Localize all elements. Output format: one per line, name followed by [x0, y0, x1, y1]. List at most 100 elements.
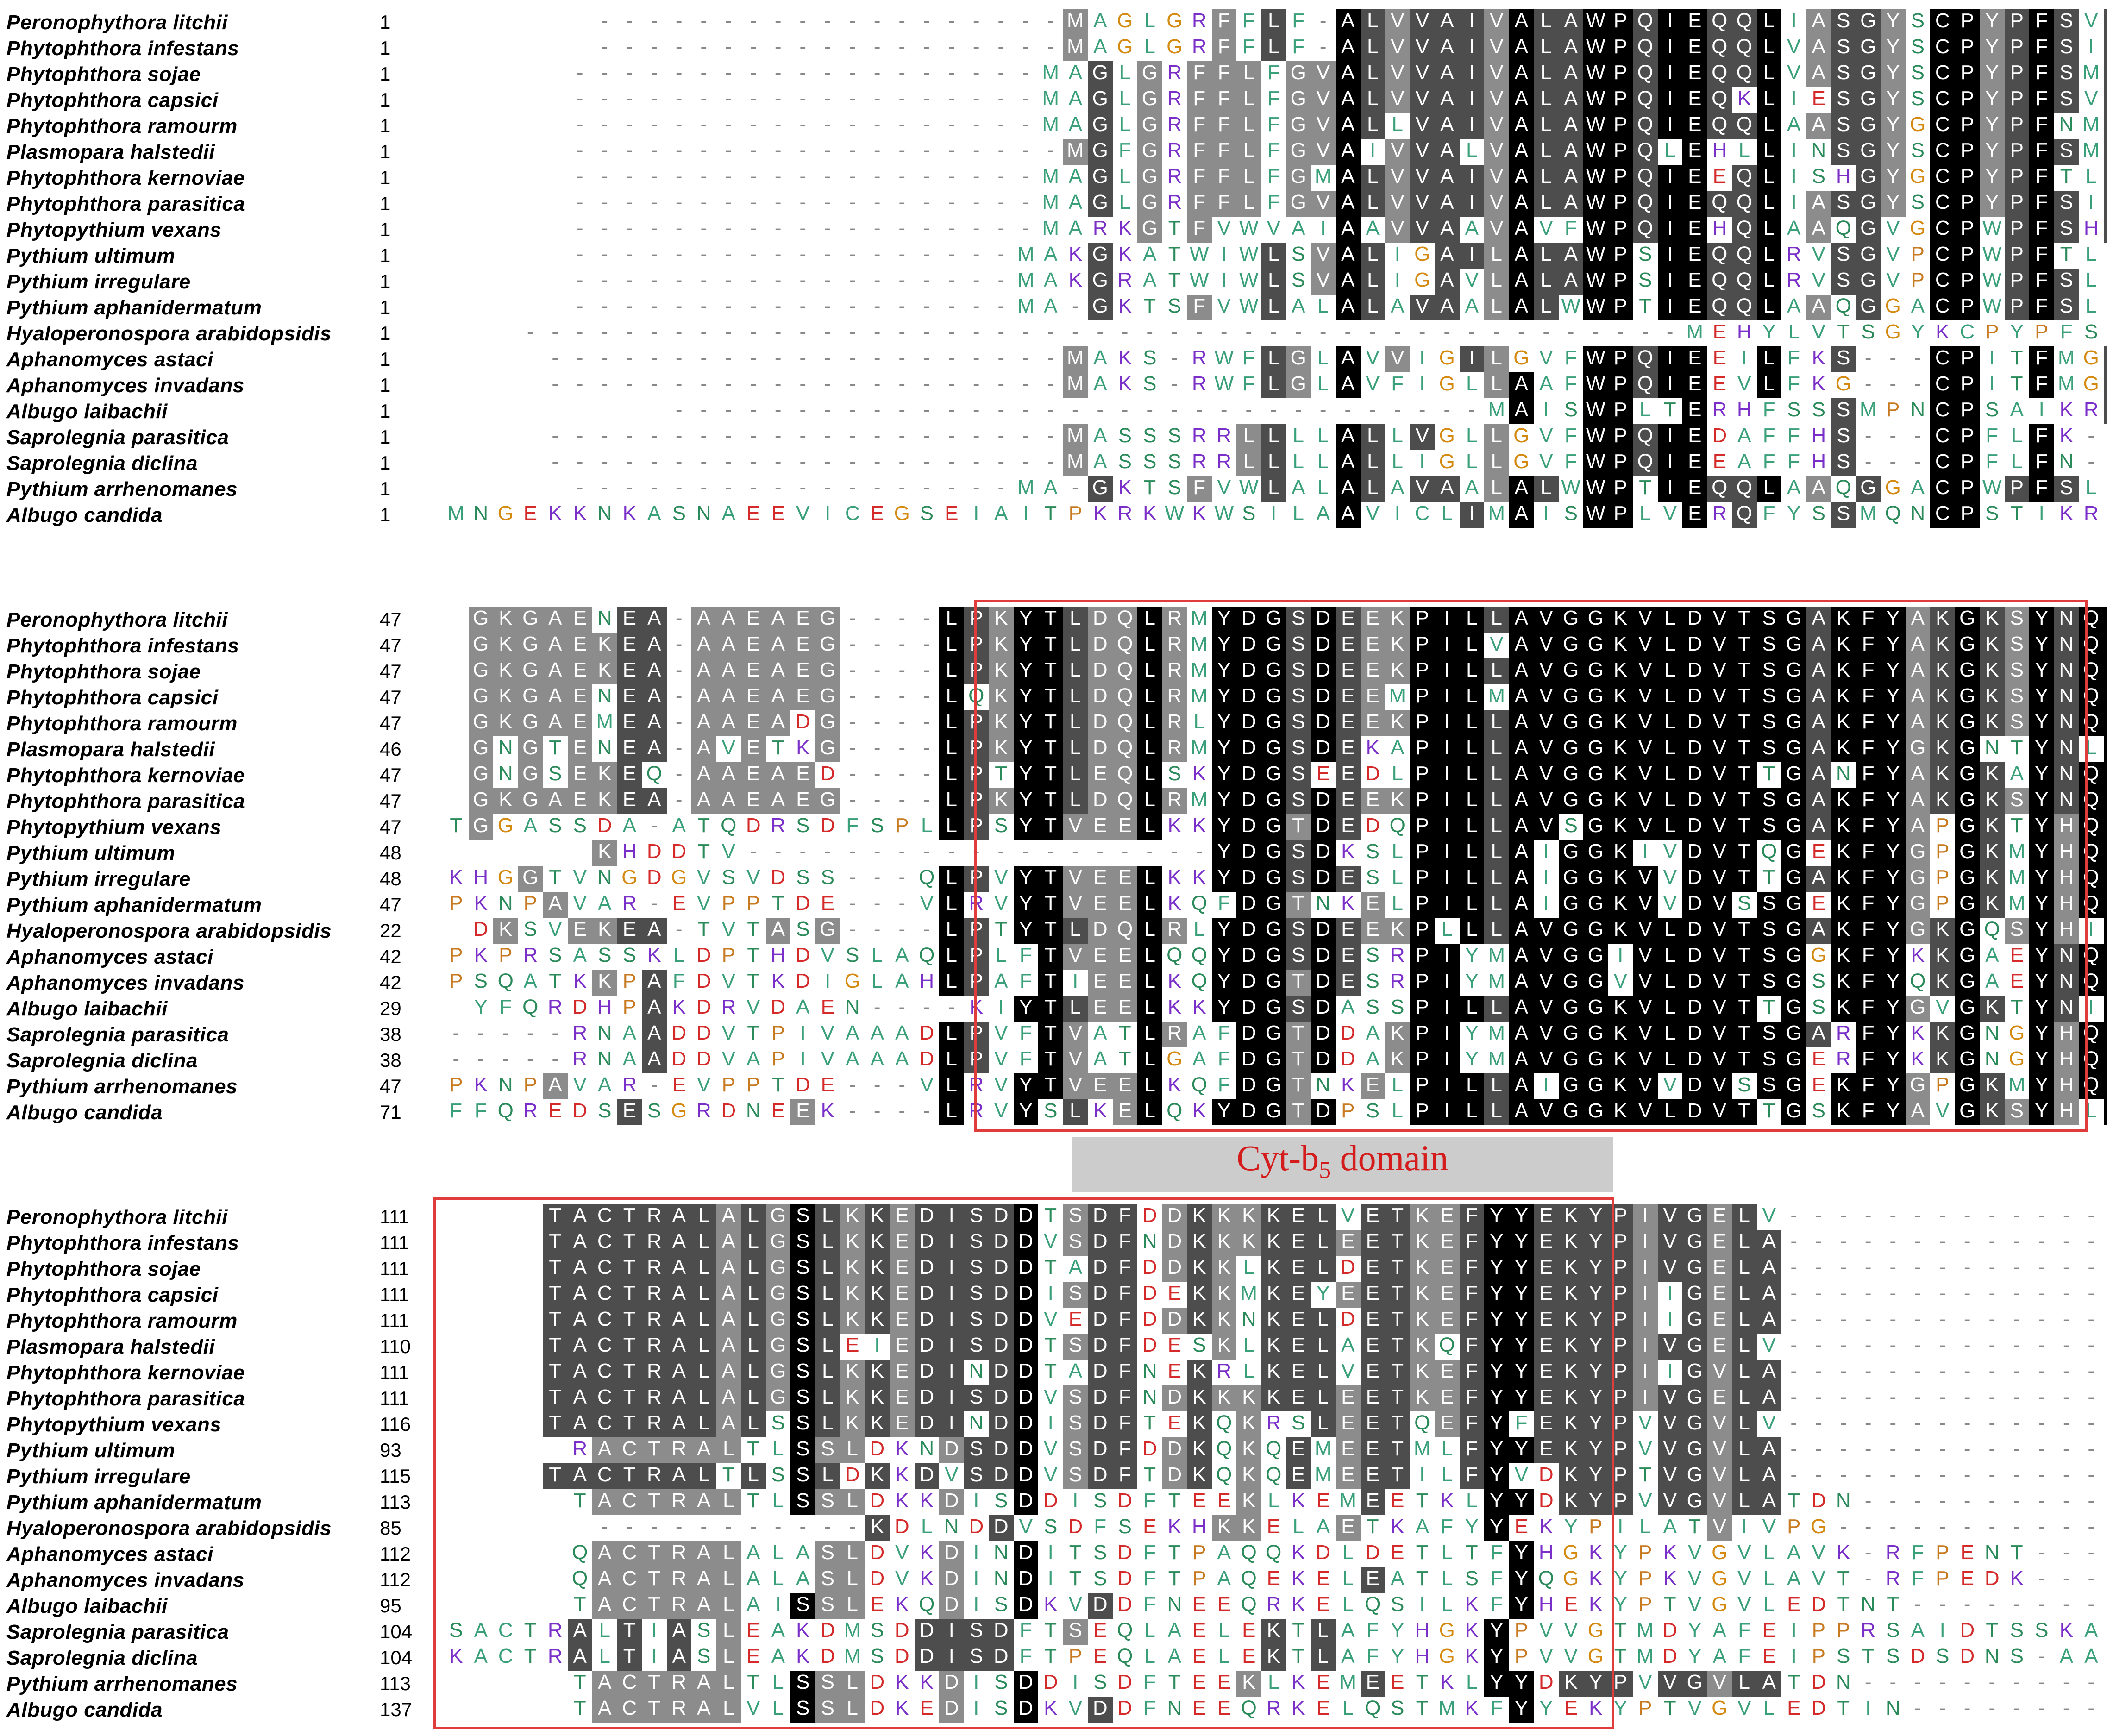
residue: M: [1038, 61, 1063, 87]
residue: L: [2079, 243, 2104, 269]
residue: D: [1311, 710, 1336, 736]
residue: V: [1385, 9, 1410, 35]
residue: E: [1781, 1593, 1806, 1619]
residue: K: [1286, 1593, 1311, 1619]
residue: D: [1088, 1463, 1113, 1489]
residue: K: [1583, 1593, 1608, 1619]
residue: E: [1311, 1489, 1336, 1515]
residue: E: [1162, 1411, 1187, 1437]
residue: D: [840, 1463, 865, 1489]
residue: A: [1063, 165, 1088, 191]
residue: K: [1732, 87, 1757, 113]
residue: S: [1286, 840, 1311, 866]
residue: E: [1806, 1073, 1831, 1099]
residue: L: [1212, 1619, 1237, 1645]
residue: F: [1856, 944, 1881, 970]
residue: M: [1038, 165, 1063, 191]
residue: -: [716, 269, 741, 295]
residue: L: [1459, 840, 1484, 866]
residue: T: [1038, 1619, 1063, 1645]
residue: S: [642, 1099, 667, 1125]
residue: K: [1608, 996, 1633, 1022]
residue: -: [964, 139, 989, 165]
residue: Y: [1980, 35, 2005, 61]
residue: G: [765, 1282, 790, 1308]
residue: W: [1583, 87, 1608, 113]
residue: R: [1856, 1619, 1881, 1645]
residue: D: [1162, 1204, 1187, 1230]
residue: I: [964, 1567, 989, 1593]
residue: E: [617, 736, 642, 762]
residue: -: [989, 424, 1014, 450]
residue: I: [964, 1593, 989, 1619]
residue: I: [1781, 9, 1806, 35]
residue: -: [939, 9, 964, 35]
residue: A: [1756, 1437, 1781, 1463]
residue: -: [667, 658, 692, 684]
residue: V: [1484, 217, 1509, 243]
residue: A: [1905, 1099, 1930, 1125]
residue: E: [1336, 736, 1361, 762]
residue: L: [1732, 1463, 1757, 1489]
start-position: 1: [380, 400, 390, 422]
residue: -: [840, 892, 865, 918]
residue: A: [1336, 243, 1361, 269]
residue: S: [543, 762, 568, 788]
residue: K: [1980, 607, 2005, 633]
residue: E: [1336, 710, 1361, 736]
residue: A: [1781, 1567, 1806, 1593]
residue: D: [790, 1073, 815, 1099]
residue: H: [1831, 165, 1856, 191]
residue: K: [1187, 1230, 1212, 1256]
residue: R: [1831, 1022, 1856, 1047]
residue: -: [1063, 840, 1088, 866]
residue: R: [1113, 502, 1138, 528]
residue: T: [2005, 372, 2030, 398]
residue: -: [815, 35, 840, 61]
residue: D: [1311, 814, 1336, 840]
residue: A: [666, 1619, 691, 1645]
residue: E: [1187, 1619, 1212, 1645]
start-position: 47: [380, 894, 401, 916]
residue: L: [1732, 1204, 1757, 1230]
residue: D: [865, 1567, 890, 1593]
residue: F: [1484, 1567, 1509, 1593]
residue: V: [691, 892, 716, 918]
residue: -: [1930, 1360, 1955, 1385]
residue: -: [1162, 398, 1187, 424]
residue: I: [2079, 35, 2104, 61]
residue: S: [1756, 1047, 1781, 1073]
residue: Y: [1311, 1282, 1336, 1308]
residue: K: [1410, 1360, 1435, 1385]
residue: F: [1112, 1230, 1137, 1256]
residue: A: [1509, 1099, 1534, 1125]
residue: F: [1757, 398, 1782, 424]
residue: A: [1509, 35, 1534, 61]
species-name: Aphanomyces invadans: [6, 971, 245, 995]
residue: G: [1682, 1437, 1707, 1463]
residue: S: [592, 944, 617, 970]
residue: P: [2004, 61, 2029, 87]
residue: T: [1385, 1463, 1410, 1489]
residue: V: [1311, 61, 1336, 87]
residue: A: [1063, 87, 1088, 113]
residue: L: [1385, 892, 1410, 918]
residue: -: [741, 191, 766, 217]
residue: C: [592, 1256, 617, 1282]
residue: -: [840, 710, 865, 736]
residue: -: [1930, 1671, 1955, 1697]
residue: -: [865, 372, 890, 398]
residue: -: [840, 87, 865, 113]
residue: T: [1980, 1619, 2005, 1645]
residue: -: [989, 320, 1014, 346]
residue: P: [1955, 35, 1980, 61]
residue: A: [1212, 1541, 1237, 1567]
residue: A: [1756, 1256, 1781, 1282]
residue: L: [939, 892, 964, 918]
residue: N: [1831, 762, 1856, 788]
residue: -: [939, 424, 964, 450]
residue: D: [914, 1463, 939, 1489]
residue: D: [1955, 1619, 1980, 1645]
residue: W: [1583, 191, 1608, 217]
